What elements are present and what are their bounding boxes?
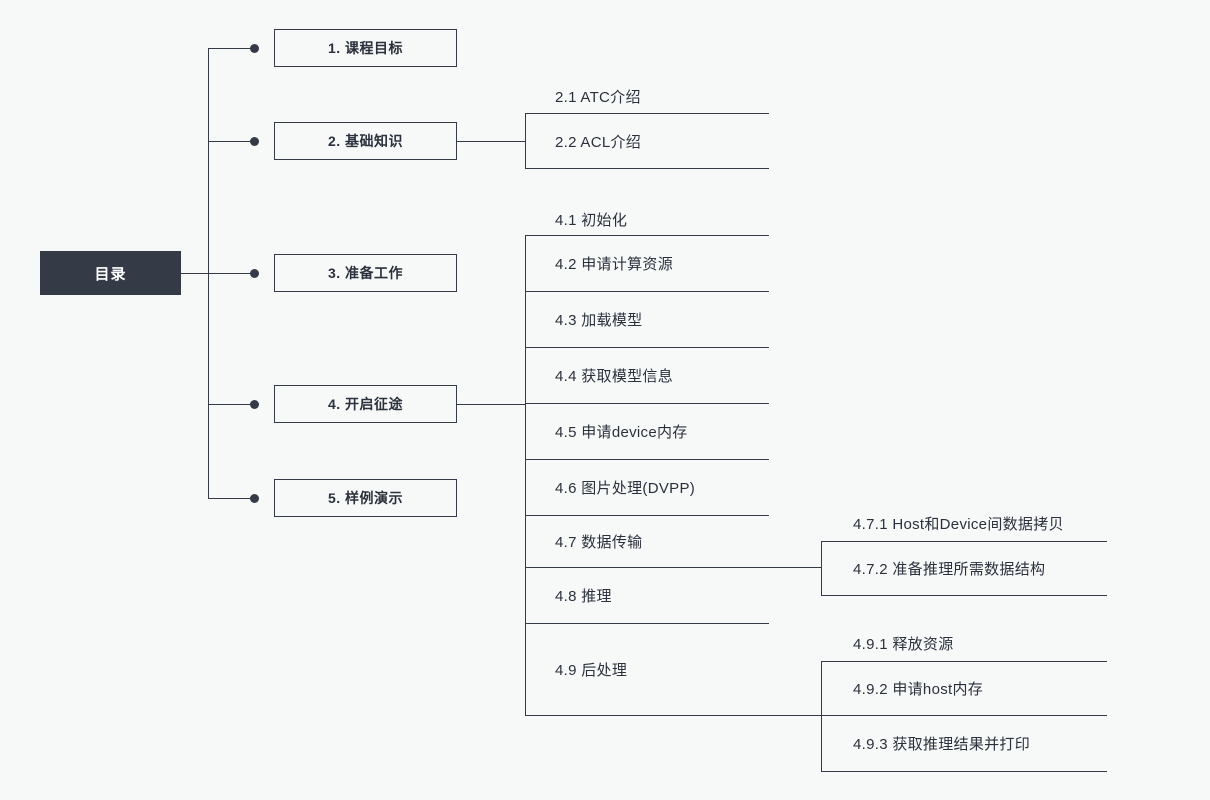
branch4-item-2-label: 4.2 申请计算资源 — [555, 256, 674, 273]
level1-node-5-label: 5. 样例演示 — [327, 490, 404, 506]
level1-bullet-4 — [250, 399, 259, 409]
branch49-item-3[interactable]: 4.9.3 获取推理结果并打印 — [821, 716, 1107, 772]
branch4-item-8-label: 4.8 推理 — [555, 588, 612, 605]
branch49-item-2-label: 4.9.2 申请host内存 — [853, 681, 984, 698]
branch4-spine — [525, 236, 526, 716]
level1-node-3-label: 3. 准备工作 — [327, 265, 404, 281]
branch4-item-5[interactable]: 4.5 申请device内存 — [525, 404, 769, 460]
branch49-item-3-label: 4.9.3 获取推理结果并打印 — [853, 736, 1031, 753]
level1-stub-1 — [208, 48, 254, 49]
branch4-item-2[interactable]: 4.2 申请计算资源 — [525, 236, 769, 292]
level1-stub-3 — [208, 273, 254, 274]
branch4-item-9[interactable]: 4.9 后处理 — [525, 624, 821, 716]
level1-bullet-3 — [250, 268, 259, 278]
level1-node-2[interactable]: 2. 基础知识 — [274, 122, 457, 160]
level1-node-5[interactable]: 5. 样例演示 — [274, 479, 457, 517]
branch4-item-1-label: 4.1 初始化 — [555, 212, 628, 229]
branch4-item-7-label: 4.7 数据传输 — [555, 534, 643, 551]
branch4-item-4-label: 4.4 获取模型信息 — [555, 368, 674, 385]
branch2-spine — [525, 114, 526, 169]
root-connector-line — [181, 273, 208, 274]
branch49-item-1-label: 4.9.1 释放资源 — [853, 636, 954, 653]
branch2-connector-line — [457, 141, 525, 142]
branch49-spine — [821, 662, 822, 772]
branch4-item-6-label: 4.6 图片处理(DVPP) — [555, 480, 696, 497]
branch2-item-2[interactable]: 2.2 ACL介绍 — [525, 114, 769, 169]
level1-node-4-label: 4. 开启征途 — [327, 396, 404, 412]
level1-bullet-2 — [250, 136, 259, 146]
level1-node-1-label: 1. 课程目标 — [327, 40, 404, 56]
branch47-item-2-label: 4.7.2 准备推理所需数据结构 — [853, 561, 1046, 578]
level1-node-2-label: 2. 基础知识 — [327, 133, 404, 149]
branch47-item-2[interactable]: 4.7.2 准备推理所需数据结构 — [821, 542, 1107, 596]
root-node[interactable]: 目录 — [40, 251, 181, 295]
branch4-item-7[interactable]: 4.7 数据传输 — [525, 516, 821, 568]
level1-stub-2 — [208, 141, 254, 142]
branch4-item-8[interactable]: 4.8 推理 — [525, 568, 769, 624]
branch4-item-9-label: 4.9 后处理 — [555, 662, 628, 679]
branch4-item-3-label: 4.3 加载模型 — [555, 312, 643, 329]
branch2-item-1-label: 2.1 ATC介绍 — [555, 89, 641, 106]
branch4-item-6[interactable]: 4.6 图片处理(DVPP) — [525, 460, 769, 516]
level1-node-1[interactable]: 1. 课程目标 — [274, 29, 457, 67]
branch4-item-4[interactable]: 4.4 获取模型信息 — [525, 348, 769, 404]
branch47-item-1[interactable]: 4.7.1 Host和Device间数据拷贝 — [821, 506, 1107, 542]
branch47-item-1-label: 4.7.1 Host和Device间数据拷贝 — [853, 516, 1064, 533]
level1-stub-5 — [208, 498, 254, 499]
level1-bullet-1 — [250, 43, 259, 53]
branch49-item-1[interactable]: 4.9.1 释放资源 — [821, 626, 1107, 662]
level1-stub-4 — [208, 404, 254, 405]
level1-node-3[interactable]: 3. 准备工作 — [274, 254, 457, 292]
branch4-item-5-label: 4.5 申请device内存 — [555, 424, 688, 441]
branch2-item-2-label: 2.2 ACL介绍 — [555, 133, 642, 151]
branch47-spine — [821, 542, 822, 596]
level1-bullet-5 — [250, 493, 259, 503]
branch4-connector-line — [457, 404, 525, 405]
branch49-item-2[interactable]: 4.9.2 申请host内存 — [821, 662, 1107, 716]
branch2-item-1[interactable]: 2.1 ATC介绍 — [525, 80, 769, 114]
root-node-label: 目录 — [94, 265, 127, 283]
branch4-item-3[interactable]: 4.3 加载模型 — [525, 292, 769, 348]
level1-node-4[interactable]: 4. 开启征途 — [274, 385, 457, 423]
branch4-item-1[interactable]: 4.1 初始化 — [525, 204, 769, 236]
